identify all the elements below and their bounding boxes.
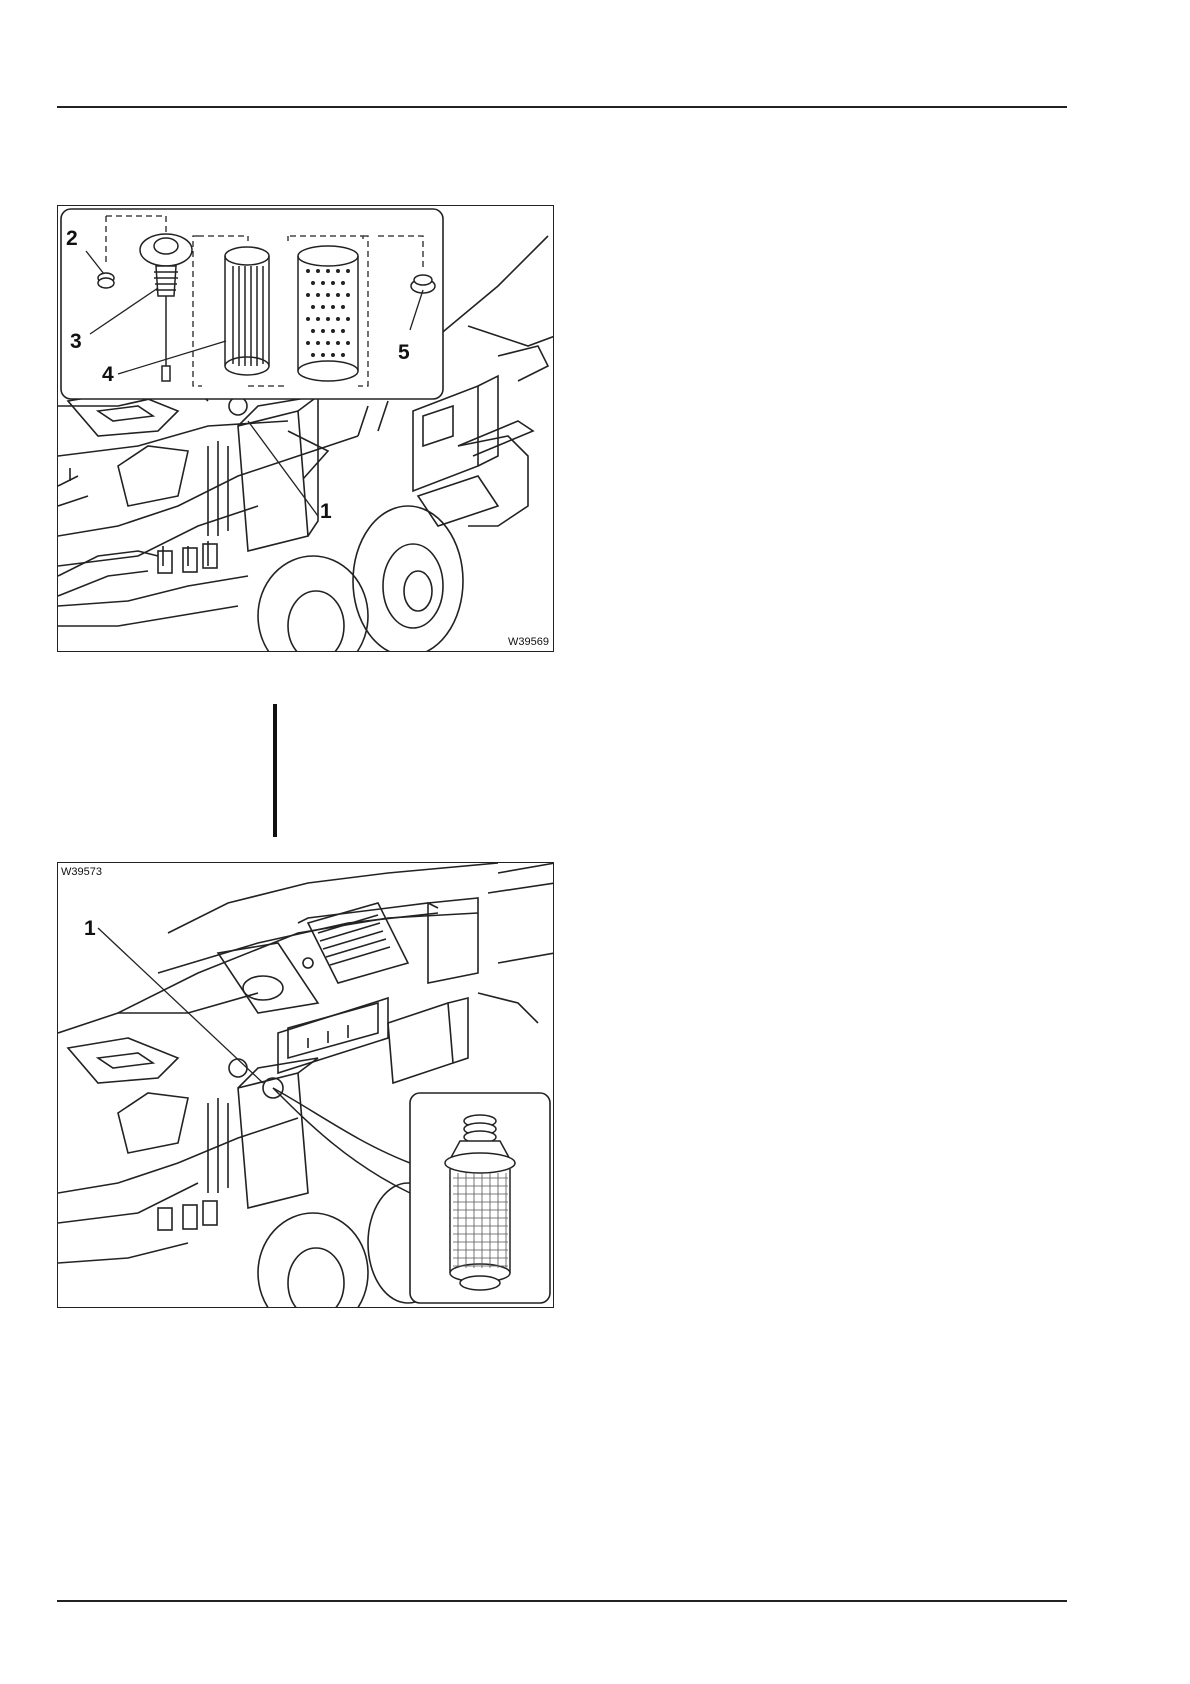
footer-rule	[57, 1600, 1067, 1602]
figure-w39573: W39573 1	[57, 862, 554, 1308]
figure-id: W39573	[61, 866, 102, 878]
figure-id: W39569	[508, 636, 549, 648]
crane-filter-exploded-illustration	[58, 206, 554, 652]
header-rule	[57, 106, 1067, 108]
callout-1: 1	[320, 501, 332, 522]
crane-filter-location-illustration	[58, 863, 554, 1308]
callout-2: 2	[66, 228, 78, 249]
figure-w39569: 2 3 4 5 1 W39569	[57, 205, 554, 652]
callout-1: 1	[84, 918, 96, 939]
callout-4: 4	[102, 364, 114, 385]
callout-5: 5	[398, 342, 410, 363]
callout-3: 3	[70, 331, 82, 352]
revision-change-bar	[273, 704, 277, 837]
